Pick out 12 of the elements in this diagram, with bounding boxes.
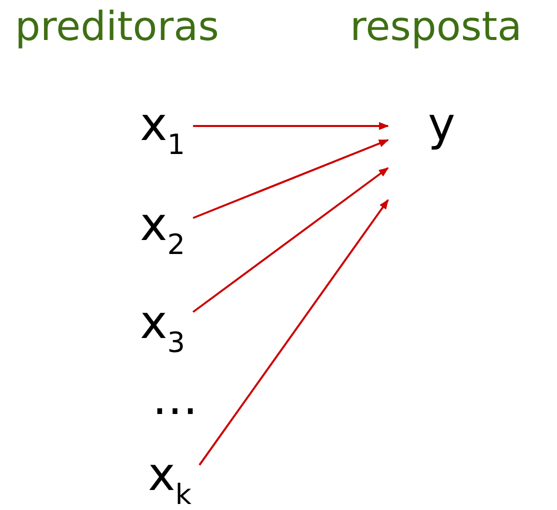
ellipsis: … xyxy=(152,372,198,424)
variable-symbol: x$_{k}$ xyxy=(148,448,192,510)
arrow xyxy=(193,122,389,130)
variable-symbol: x$_{1}$ xyxy=(140,98,186,171)
variable-symbol: x$_{3}$ xyxy=(140,296,186,369)
arrow xyxy=(192,139,389,219)
variable-symbol: x$_{2}$ xyxy=(140,198,186,271)
arrow xyxy=(192,167,389,313)
column-heading: resposta xyxy=(350,4,522,50)
arrow xyxy=(198,199,389,466)
variable-symbol: y xyxy=(428,98,456,150)
column-heading: preditoras xyxy=(15,4,220,50)
